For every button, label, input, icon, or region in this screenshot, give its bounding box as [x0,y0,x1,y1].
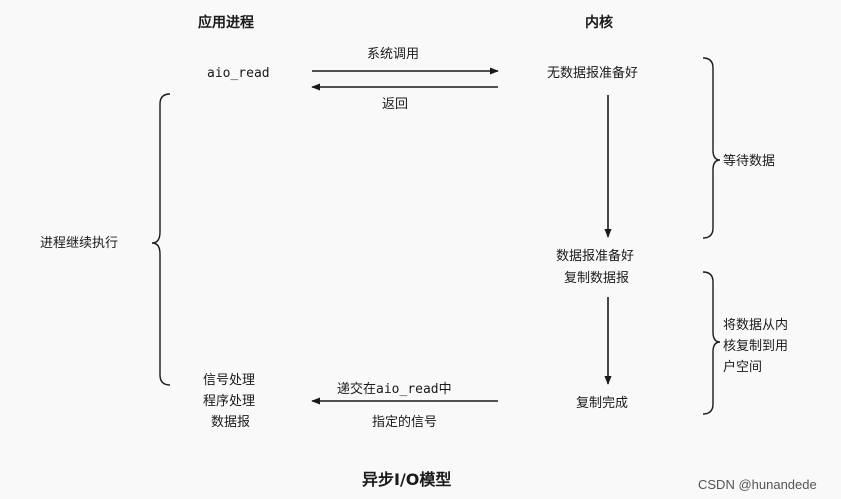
copy-complete: 复制完成 [576,396,629,411]
deliver-signal-label-2: 指定的信号 [372,415,438,430]
datagram-ready: 数据报准备好 [556,249,635,264]
signal-handler-line-1: 信号处理 [203,373,256,388]
deliver-aio-read: aio_read [376,382,439,397]
deliver-suffix: 中 [438,382,452,397]
app-process-header: 应用进程 [198,15,254,31]
deliver-prefix: 递交在 [337,382,377,397]
return-label: 返回 [382,97,409,112]
copy-phase-line-1: 将数据从内 [723,318,789,333]
process-continues-label: 进程继续执行 [40,236,119,251]
syscall-label: 系统调用 [367,47,420,62]
wait-for-data-label: 等待数据 [723,154,776,169]
csdn-watermark: CSDN @hunandede [698,477,817,492]
deliver-signal-label: 递交在aio_read中 [337,381,452,399]
no-datagram-ready: 无数据报准备好 [547,66,639,81]
copy-datagram: 复制数据报 [564,271,630,286]
copy-phase-line-2: 核复制到用 [723,339,789,354]
kernel-header: 内核 [585,15,613,31]
signal-handler-line-2: 程序处理 [203,394,256,409]
wait-brace [702,57,721,239]
copy-brace [702,271,721,415]
aio-read-call: aio_read [207,66,270,81]
signal-handler-line-3: 数据报 [211,415,251,430]
left-brace [151,93,171,386]
copy-phase-line-3: 户空间 [723,360,763,375]
diagram-caption: 异步I/O模型 [362,470,452,489]
